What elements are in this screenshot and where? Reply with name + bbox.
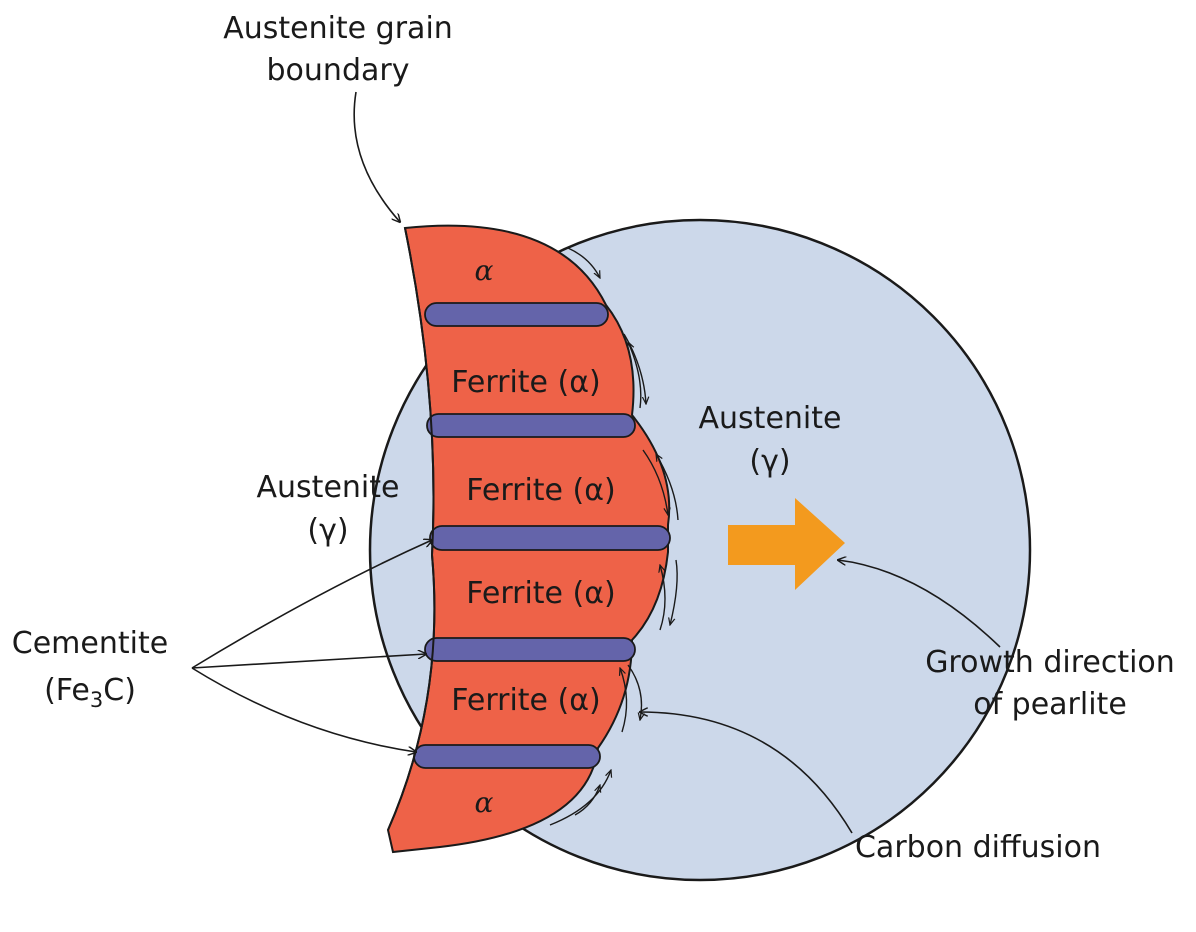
cementite-leader-top bbox=[191, 540, 432, 669]
carbon-diffusion-label: Carbon diffusion bbox=[855, 830, 1101, 865]
austenite-right-gamma: (γ) bbox=[749, 444, 790, 479]
cementite-lamella bbox=[424, 637, 636, 662]
cementite-lamella bbox=[426, 413, 636, 438]
cementite-lamella bbox=[424, 302, 609, 327]
grain-boundary-label-line2: boundary bbox=[267, 53, 410, 88]
grain-boundary-label: Austenite grain bbox=[223, 11, 453, 46]
carbon-diffusion-arrows bbox=[549, 247, 679, 826]
austenite-grain-boundary bbox=[387, 227, 436, 831]
ferrite-label: Ferrite (α) bbox=[451, 683, 601, 718]
cementite-leader-bottom bbox=[191, 667, 416, 752]
cementite-lamella bbox=[413, 744, 601, 769]
cementite-leader-middle bbox=[191, 654, 426, 669]
carbon-diffusion-leader bbox=[640, 712, 853, 834]
growth-direction-arrow bbox=[728, 498, 845, 590]
austenite-left-gamma: (γ) bbox=[307, 513, 348, 548]
grain-boundary-leader bbox=[353, 91, 400, 222]
ferrite-label: Ferrite (α) bbox=[466, 576, 616, 611]
ferrite-label: Ferrite (α) bbox=[466, 473, 616, 508]
growth-direction-label-line2: of pearlite bbox=[973, 687, 1127, 722]
cementite-lamella bbox=[429, 525, 671, 551]
austenite-left-label: Austenite bbox=[257, 470, 400, 505]
cementite-formula: (Fe3C) bbox=[44, 673, 136, 712]
growth-direction-label: Growth direction bbox=[925, 645, 1175, 680]
ferrite-label: Ferrite (α) bbox=[451, 365, 601, 400]
alpha-label-bottom: α bbox=[475, 786, 494, 819]
growth-direction-leader bbox=[838, 560, 1001, 648]
alpha-label-top: α bbox=[475, 254, 494, 287]
cementite-label: Cementite bbox=[12, 626, 168, 661]
austenite-right-label: Austenite bbox=[699, 401, 842, 436]
